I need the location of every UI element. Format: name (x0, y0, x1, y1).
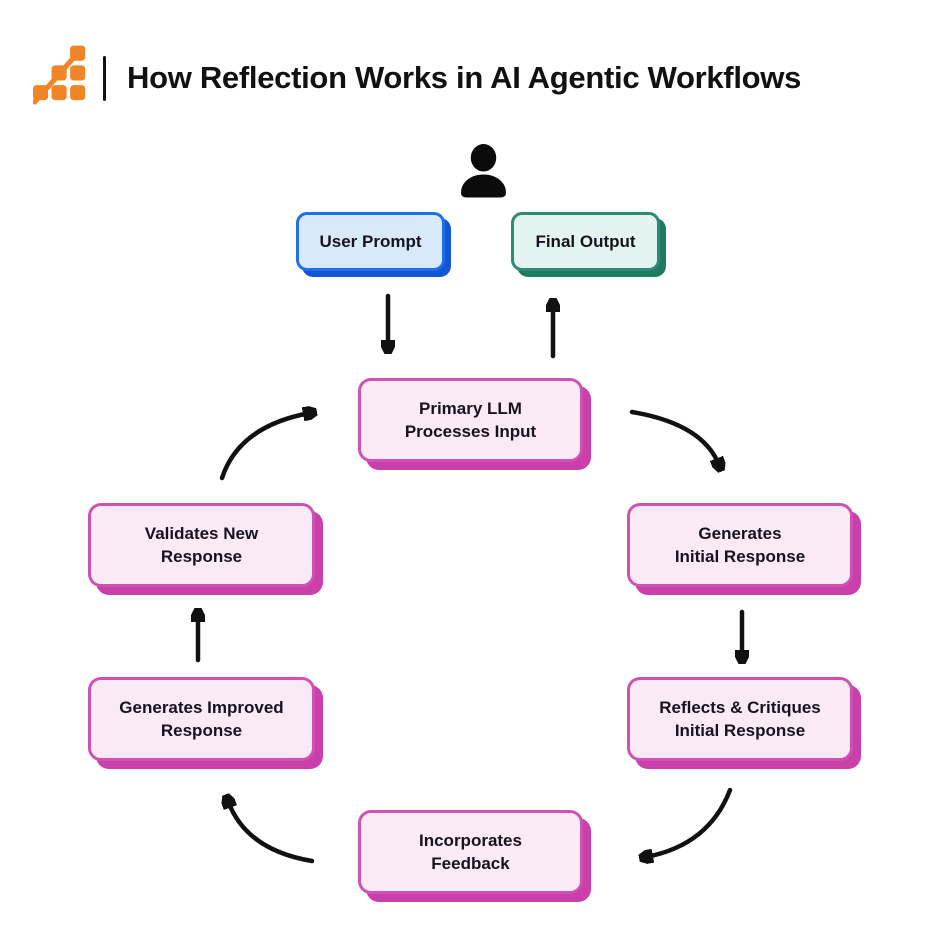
box-text-line: Reflects & Critiques (659, 698, 821, 717)
reflects-critiques-initial-response-box: Reflects & Critiques Initial Response (627, 677, 853, 761)
page-title: How Reflection Works in AI Agentic Workf… (127, 60, 802, 95)
primary-llm-processes-input-box: Primary LLM Processes Input (358, 378, 583, 462)
box-text-line: Generates Improved (119, 698, 284, 717)
header-divider (103, 56, 106, 101)
box-text-line: Incorporates (419, 831, 522, 850)
validates-new-response-box: Validates New Response (88, 503, 315, 587)
box-text-line: Processes Input (404, 422, 537, 441)
arrow-incorporates-to-improved (228, 801, 315, 864)
final-output-box: Final Output (511, 212, 660, 271)
bar-chart-steps-logo-icon (33, 45, 86, 105)
box-text-line: Generates (698, 524, 782, 543)
box-text-line: Primary LLM (419, 399, 522, 418)
generates-improved-response-box: Generates Improved Response (88, 677, 315, 761)
arrow-validates-to-llm (219, 413, 310, 481)
person-icon (461, 144, 506, 198)
box-text-line: Response (160, 547, 243, 566)
box-text-line: Initial Response (674, 547, 806, 566)
user-prompt-box: User Prompt (296, 212, 445, 271)
box-text-line: Response (160, 721, 243, 740)
generates-initial-response-box: Generates Initial Response (627, 503, 853, 587)
incorporates-feedback-box: Incorporates Feedback (358, 810, 583, 894)
user-prompt-label: User Prompt (319, 231, 422, 251)
arrow-llm-to-generates-initial (629, 409, 719, 465)
final-output-label: Final Output (535, 231, 636, 251)
arrow-reflects-to-incorporates (646, 787, 733, 857)
box-text-line: Validates New (144, 524, 259, 543)
box-text-line: Feedback (431, 854, 510, 873)
box-text-line: Initial Response (674, 721, 806, 740)
header: How Reflection Works in AI Agentic Workf… (0, 0, 944, 130)
